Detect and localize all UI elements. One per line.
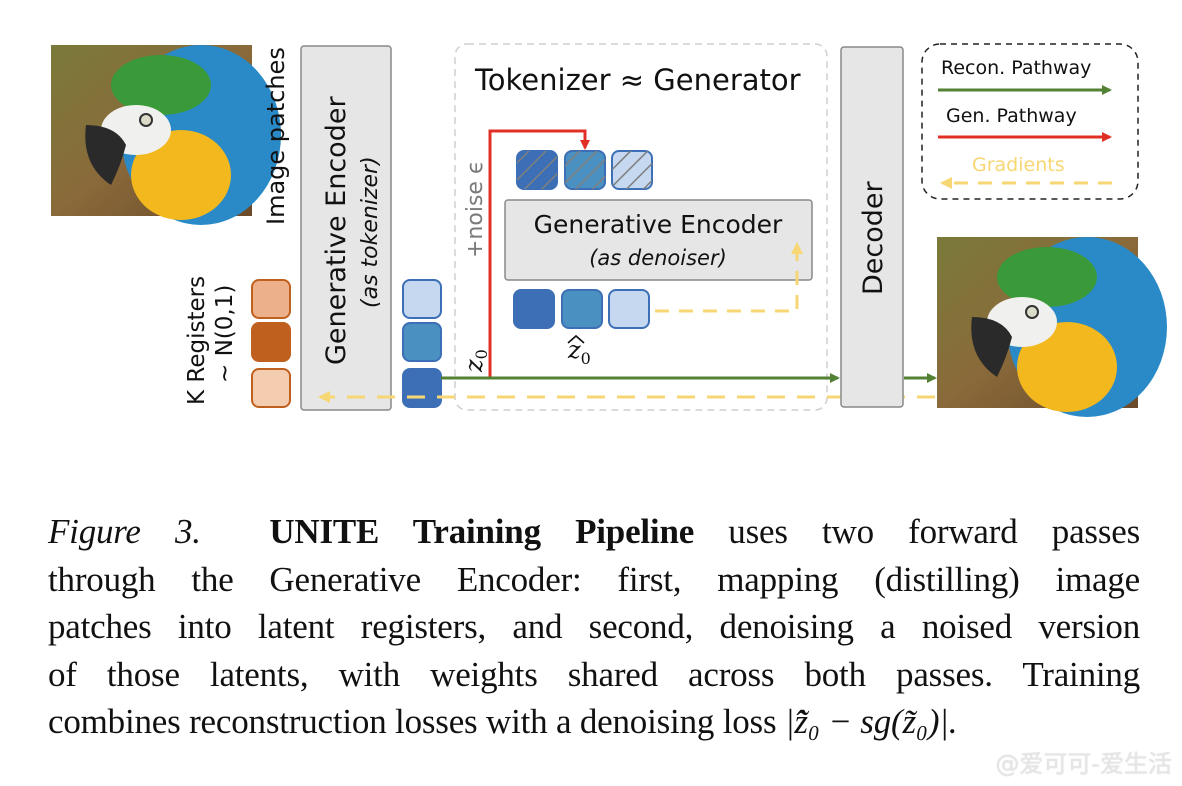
caption-line-4: of those latents, with weights shared ac… <box>48 654 1140 694</box>
register-block <box>251 368 291 408</box>
register-block <box>251 279 291 319</box>
latent-block <box>402 322 442 362</box>
figure-caption: Figure 3. UNITE Training Pipeline uses t… <box>48 508 1140 746</box>
denoised-latent-block <box>513 289 555 329</box>
watermark: @爱可可-爱生活 <box>995 750 1172 778</box>
encoder-tokenizer-subtitle: (as tokenizer) <box>358 156 383 308</box>
decoder-label: Decoder <box>858 180 889 295</box>
noise-label: +noise ϵ <box>463 161 488 258</box>
legend-label-gradients: Gradients <box>972 154 1065 176</box>
register-blocks <box>251 279 291 408</box>
caption-line-1: Figure 3. UNITE Training Pipeline uses t… <box>48 508 1140 556</box>
output-parrot-image <box>936 236 1168 418</box>
denoised-latent-blocks <box>513 289 650 329</box>
noised-latent-blocks <box>516 150 653 190</box>
decoder: Decoder <box>840 46 904 408</box>
generative-encoder-denoiser: Generative Encoder (as denoiser) <box>504 199 813 281</box>
figure-label: Figure 3. <box>48 512 201 551</box>
encoder-denoiser-title: Generative Encoder <box>534 210 783 239</box>
legend-label-recon: Recon. Pathway <box>941 57 1091 79</box>
caption-line-5: combines reconstruction losses with a de… <box>48 698 1140 746</box>
registers-distribution-label: ~ N(0,1) <box>212 285 238 383</box>
hat-accent <box>567 334 585 344</box>
group-title: Tokenizer ≈ Generator <box>474 63 801 97</box>
tokenizer-generator-group <box>454 43 828 411</box>
image-patches-label: Image patches <box>262 47 290 225</box>
training-pipeline-diagram: Image patches K Registers ~ N(0,1) Gener… <box>50 43 1168 418</box>
k-registers-label: K Registers <box>184 276 210 405</box>
generative-encoder-tokenizer: Generative Encoder (as tokenizer) <box>300 45 392 411</box>
latent-blocks-z0 <box>402 279 442 408</box>
register-block <box>251 322 291 362</box>
encoder-denoiser-subtitle: (as denoiser) <box>589 246 727 270</box>
input-parrot-image <box>50 44 282 226</box>
encoder-tokenizer-title: Generative Encoder <box>321 96 352 365</box>
caption-title: UNITE Training Pipeline <box>269 512 695 551</box>
latent-block <box>402 368 442 408</box>
caption-line-3: patches into latent registers, and secon… <box>48 607 1140 646</box>
legend: Recon. Pathway Gen. Pathway Gradients <box>921 43 1139 200</box>
caption-text-5: combines reconstruction losses with a de… <box>48 702 785 741</box>
caption-text-1: uses two forward passes <box>694 512 1140 551</box>
denoising-loss-formula: |z̃̂₀ − sg(z̃₀)|. <box>784 702 958 741</box>
z0-hat-label: z0 <box>567 336 591 368</box>
z0-label: z0 <box>460 349 491 373</box>
denoised-latent-block <box>561 289 603 329</box>
gen-pathway-arrow <box>488 129 590 377</box>
caption-line-2: through the Generative Encoder: first, m… <box>48 559 1140 599</box>
denoised-latent-block <box>608 289 650 329</box>
legend-label-gen: Gen. Pathway <box>946 105 1077 127</box>
latent-block <box>402 279 442 319</box>
